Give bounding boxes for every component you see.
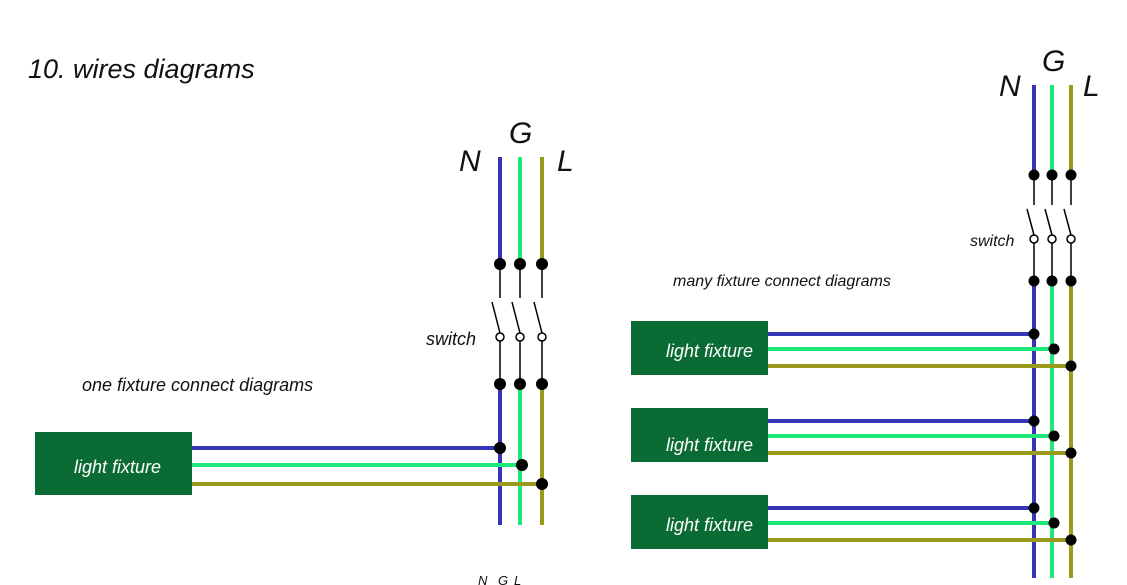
junction-dot	[1048, 430, 1060, 442]
switch-label: switch	[426, 329, 476, 349]
terminal-dot	[1028, 169, 1040, 181]
live-label: L	[557, 145, 574, 178]
light-fixture-box	[631, 321, 768, 375]
switch-contact	[1066, 234, 1076, 244]
terminal-dot	[494, 258, 506, 270]
many-fixture-caption: many fixture connect diagrams	[673, 273, 891, 290]
junction-dot	[1028, 328, 1040, 340]
switch-blade	[511, 301, 521, 334]
terminal-dot	[514, 378, 526, 390]
terminal-dot	[536, 378, 548, 390]
switch-blade	[1026, 208, 1035, 236]
light-fixture-box	[35, 432, 192, 495]
light-fixture-label: light fixture	[666, 435, 753, 455]
junction-dot	[1028, 415, 1040, 427]
many-fixture-diagram: N G L switch	[631, 45, 1100, 578]
light-fixture-label: light fixture	[666, 515, 753, 535]
bottom-fragment: N G L	[478, 573, 521, 585]
neutral-label: N	[459, 145, 481, 178]
terminal-dot	[1028, 275, 1040, 287]
junction-dot	[1065, 447, 1077, 459]
light-fixture-label: light fixture	[74, 457, 161, 477]
one-fixture-diagram: N G L switch	[35, 117, 574, 525]
terminal-dot	[494, 378, 506, 390]
junction-dot	[536, 478, 548, 490]
junction-dot	[1048, 343, 1060, 355]
terminal-dot	[536, 258, 548, 270]
switch-contact	[495, 332, 505, 342]
neutral-label: N	[999, 70, 1021, 103]
one-fixture-caption: one fixture connect diagrams	[82, 375, 313, 395]
switch-blade	[533, 301, 543, 334]
light-fixture-box	[631, 408, 768, 462]
terminal-dot	[1046, 275, 1058, 287]
junction-dot	[516, 459, 528, 471]
switch-contact	[1029, 234, 1039, 244]
switch-blade	[491, 301, 501, 334]
switch-contact	[515, 332, 525, 342]
switch-contact	[537, 332, 547, 342]
terminal-dot	[1046, 169, 1058, 181]
junction-dot	[1048, 517, 1060, 529]
light-fixture-label: light fixture	[666, 341, 753, 361]
live-label: L	[1083, 70, 1100, 103]
bottom-neutral-label: N	[478, 573, 488, 585]
page-title: 10. wires diagrams	[28, 54, 255, 84]
junction-dot	[494, 442, 506, 454]
switch-blade	[1063, 208, 1072, 236]
ground-label: G	[1042, 45, 1065, 78]
switch-contact	[1047, 234, 1057, 244]
light-fixture-box	[631, 495, 768, 549]
switch-blade	[1044, 208, 1053, 236]
junction-dot	[1065, 360, 1077, 372]
terminal-dot	[514, 258, 526, 270]
switch-label: switch	[970, 233, 1015, 250]
terminal-dot	[1065, 275, 1077, 287]
bottom-ground-label: G	[498, 573, 508, 585]
junction-dot	[1028, 502, 1040, 514]
bottom-live-label: L	[514, 573, 521, 585]
ground-label: G	[509, 117, 532, 150]
junction-dot	[1065, 534, 1077, 546]
terminal-dot	[1065, 169, 1077, 181]
